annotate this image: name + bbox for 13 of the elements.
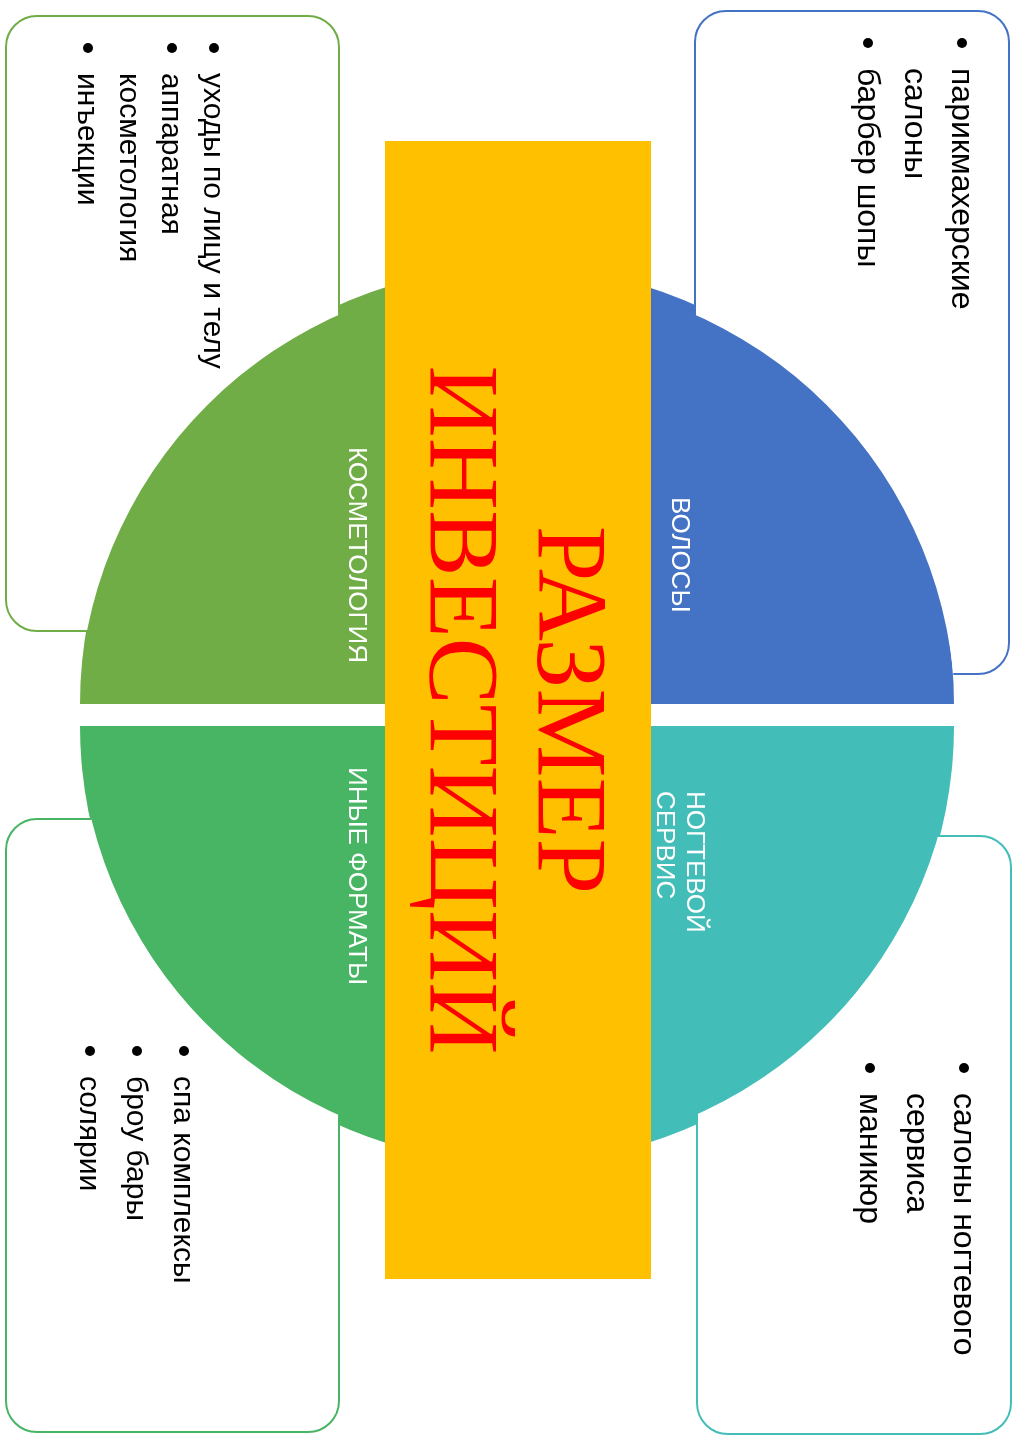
bullet-item: уходы по лицу и телу (198, 73, 231, 369)
sector-label: НОГТЕВОЙ СЕРВИС (650, 791, 710, 935)
bullet-item: спа комплексы (168, 1076, 201, 1284)
sector-label: ИНЫЕ ФОРМАТЫ (342, 767, 372, 985)
title-text: РАЗМЕР ИНВЕСТИЦИЙ (410, 364, 626, 1057)
bullet-item: броу бары (121, 1076, 154, 1221)
bullet-item: барбер шопы (851, 68, 887, 268)
sector-label: КОСМЕТОЛОГИЯ (342, 447, 372, 664)
title-banner (385, 141, 651, 1279)
bullet-item: маникюр (853, 1093, 889, 1225)
bullet-item: солярии (74, 1076, 107, 1192)
sector-label: ВОЛОСЫ (665, 497, 695, 613)
bullet-item: инъекции (72, 73, 105, 206)
